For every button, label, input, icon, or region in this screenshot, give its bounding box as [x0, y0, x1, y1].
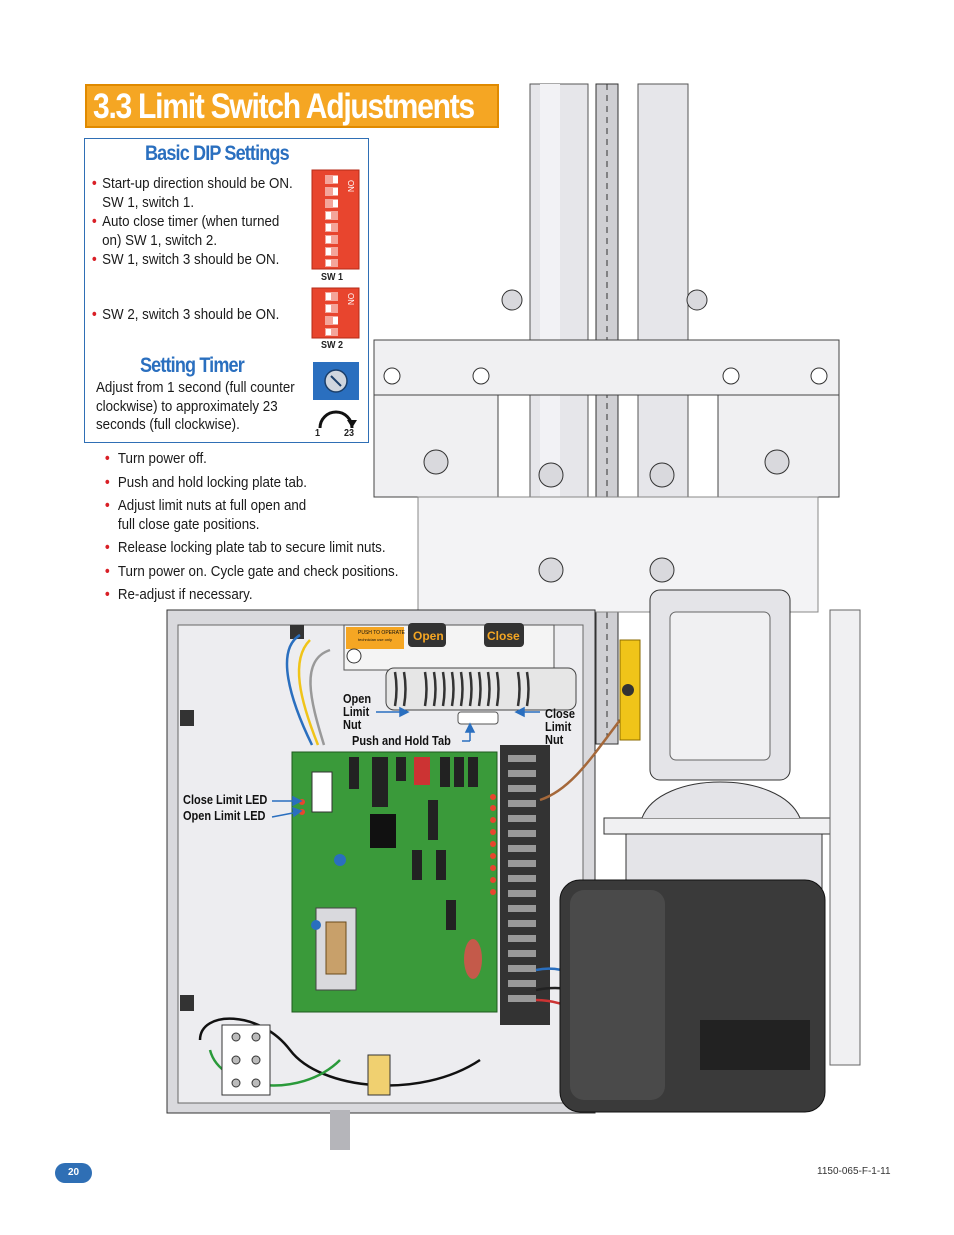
limit-switch-assembly: PUSH TO OPERATE technician use only Open…: [343, 623, 577, 725]
dip-settings-heading: Basic DIP Settings: [145, 142, 290, 165]
dip-bullet-1: Start-up direction should be ON. SW 1, s…: [92, 175, 296, 212]
callout-arrows: [271, 706, 540, 818]
dip-switch-sw1: ON: [311, 169, 360, 270]
gear-motor: [559, 589, 861, 1113]
sw1-label: SW 1: [321, 272, 344, 283]
sw2-bullet-list: SW 2, switch 3 should be ON.: [92, 306, 296, 326]
push-to-operate-text: PUSH TO OPERATE: [358, 630, 406, 636]
drive-chain: [595, 83, 619, 745]
open-switch-label: Open: [413, 629, 444, 643]
section-title: 3.3 Limit Switch Adjustments: [93, 87, 475, 126]
close-limit-led-label: Close Limit LED: [183, 793, 268, 807]
dip-bullet-3: SW 1, switch 3 should be ON.: [92, 251, 296, 270]
terminal-strip: [221, 1024, 391, 1150]
setting-timer-text: Adjust from 1 second (full counter clock…: [96, 380, 295, 433]
wiring: [198, 633, 622, 1087]
sw2-bullet: SW 2, switch 3 should be ON.: [92, 306, 296, 325]
close-limit-nut-label: Close Limit Nut: [545, 707, 575, 747]
sw2-label: SW 2: [321, 340, 344, 351]
technician-use-text: technician use only: [358, 637, 392, 642]
step-4: Release locking plate tab to secure limi…: [105, 539, 398, 558]
step-5: Turn power on. Cycle gate and check posi…: [105, 563, 398, 582]
close-switch-label: Close: [487, 629, 520, 643]
dial-min-label: 1: [315, 428, 321, 439]
dial-max-label: 23: [344, 428, 355, 439]
step-1: Turn power off.: [105, 450, 398, 469]
dip-settings-bullets: Start-up direction should be ON. SW 1, s…: [92, 175, 296, 271]
setting-timer-heading: Setting Timer: [140, 354, 245, 377]
step-2: Push and hold locking plate tab.: [105, 474, 398, 493]
procedure-steps: Turn power off. Push and hold locking pl…: [105, 450, 398, 610]
sw2-on-text: ON: [346, 293, 355, 305]
step-3: Adjust limit nuts at full open and full …: [105, 497, 325, 534]
sw1-on-text: ON: [346, 180, 355, 192]
dip-switch-sw2: ON: [311, 287, 360, 339]
open-limit-nut-label: Open Limit Nut: [343, 692, 372, 732]
page-number: 20: [55, 1163, 92, 1183]
section-title-banner: 3.3 Limit Switch Adjustments: [85, 84, 499, 128]
document-code: 1150-065-F-1-11: [817, 1166, 891, 1177]
circuit-board: [291, 745, 550, 1025]
push-hold-tab-label: Push and Hold Tab: [352, 734, 451, 748]
open-limit-led-label: Open Limit LED: [183, 809, 266, 823]
timer-potentiometer: [313, 362, 359, 429]
dip-bullet-2: Auto close timer (when turned on) SW 1, …: [92, 213, 296, 250]
step-6: Re-adjust if necessary.: [105, 586, 398, 605]
